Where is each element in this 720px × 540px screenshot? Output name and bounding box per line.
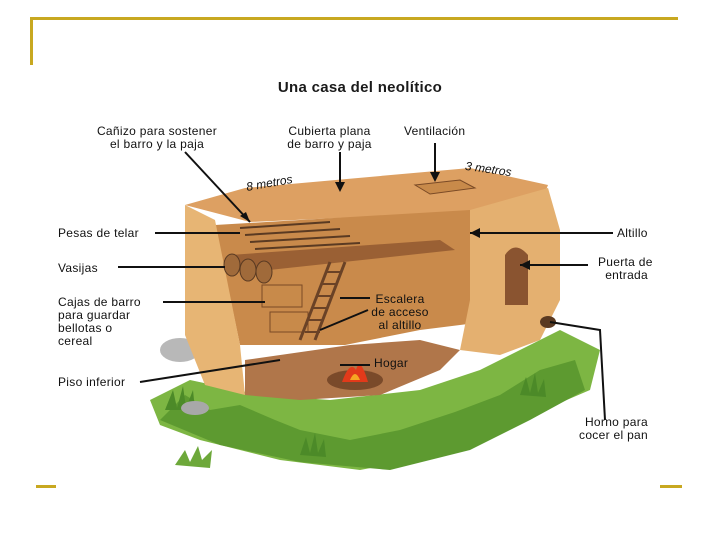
label-vasijas: Vasijas [58,262,98,275]
label-ventilacion: Ventilación [404,125,465,138]
label-puerta-de-entrada: Puerta de entrada [598,256,648,282]
label-horno: Horno para cocer el pan [570,416,648,442]
label-piso-inferior: Piso inferior [58,376,125,389]
label-pesas-de-telar: Pesas de telar [58,227,139,240]
label-canizo: Cañizo para sostener el barro y la paja [92,125,222,151]
label-cajas-de-barro: Cajas de barro para guardar bellotas o c… [58,296,141,348]
label-cubierta: Cubierta plana de barro y paja [282,125,377,151]
label-altillo: Altillo [617,227,648,240]
label-escalera: Escalera de acceso al altillo [370,293,430,332]
label-hogar: Hogar [374,357,408,370]
